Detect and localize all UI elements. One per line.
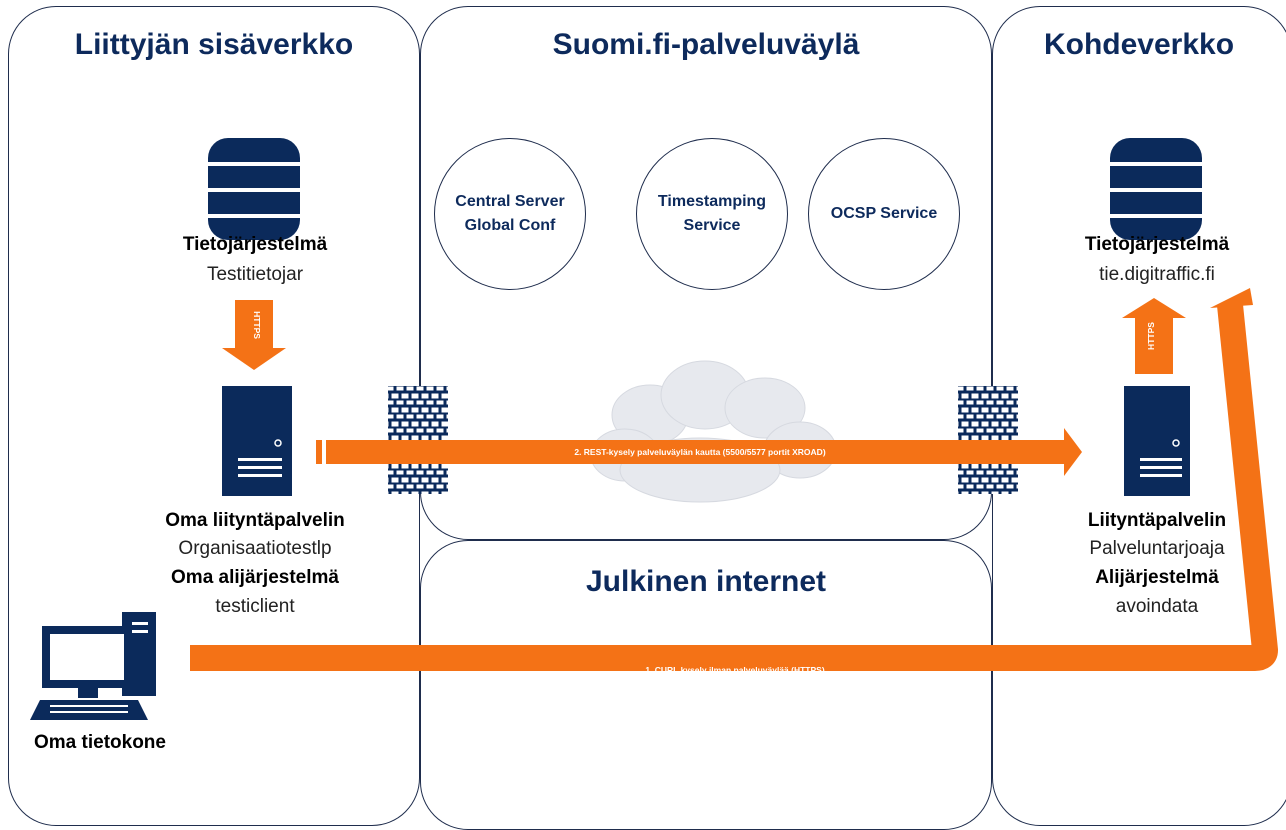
timestamping-circle: Timestamping Service xyxy=(636,138,788,290)
right-server-name: Palveluntarjoaja xyxy=(1089,538,1225,559)
https-up-arrow: HTTPS xyxy=(1122,298,1186,374)
zone-internal-network xyxy=(8,6,420,826)
left-db-name: Testitietojar xyxy=(206,264,304,285)
left-server-title: Oma liityntäpalvelin xyxy=(165,510,345,531)
curl-query-label: 1. CURL kysely ilman palveluväylää (HTTP… xyxy=(645,665,825,675)
https-right-label: HTTPS xyxy=(1146,322,1156,350)
left-subsystem-name: testiclient xyxy=(215,596,295,617)
zone-title-service-bus: Suomi.fi-palveluväylä xyxy=(552,28,860,61)
right-subsystem-title: Alijärjestelmä xyxy=(1095,567,1219,588)
database-left-icon xyxy=(208,138,300,240)
server-right-icon xyxy=(1124,386,1190,496)
zone-title-public-internet: Julkinen internet xyxy=(585,565,827,598)
rest-query-label: 2. REST-kysely palveluväylän kautta (550… xyxy=(574,447,825,457)
right-server-title: Liityntäpalvelin xyxy=(1087,510,1227,531)
ocsp-label: OCSP Service xyxy=(830,205,938,222)
diagram-graphics: HTTPS HTTPS 2. REST-kysely palveluväylän… xyxy=(30,138,1278,720)
left-server-name: Organisaatiotestlp xyxy=(178,538,332,559)
left-db-title: Tietojärjestelmä xyxy=(182,234,328,255)
ocsp-circle: OCSP Service xyxy=(808,138,960,290)
zone-title-target: Kohdeverkko xyxy=(1043,28,1235,61)
https-down-arrow: HTTPS xyxy=(222,300,286,370)
zone-title-internal: Liittyjän sisäverkko xyxy=(74,28,354,61)
computer-icon xyxy=(30,612,156,720)
central-server-circle: Central Server Global Conf xyxy=(434,138,586,290)
right-db-name: tie.digitraffic.fi xyxy=(1099,264,1215,285)
computer-label: Oma tietokone xyxy=(34,732,166,753)
cloud-icon xyxy=(590,360,837,503)
left-subsystem-title: Oma alijärjestelmä xyxy=(171,567,339,588)
right-subsystem-name: avoindata xyxy=(1115,596,1199,617)
database-right-icon xyxy=(1110,138,1202,240)
central-server-label: Central Server Global Conf xyxy=(455,193,565,234)
timestamping-label: Timestamping Service xyxy=(657,193,767,234)
rest-query-arrow: 2. REST-kysely palveluväylän kautta (550… xyxy=(316,428,1082,476)
right-db-title: Tietojärjestelmä xyxy=(1084,234,1230,255)
https-left-label: HTTPS xyxy=(252,311,262,339)
curl-query-arrow: 1. CURL kysely ilman palveluväylää (HTTP… xyxy=(190,288,1278,675)
server-left-icon xyxy=(222,386,292,496)
